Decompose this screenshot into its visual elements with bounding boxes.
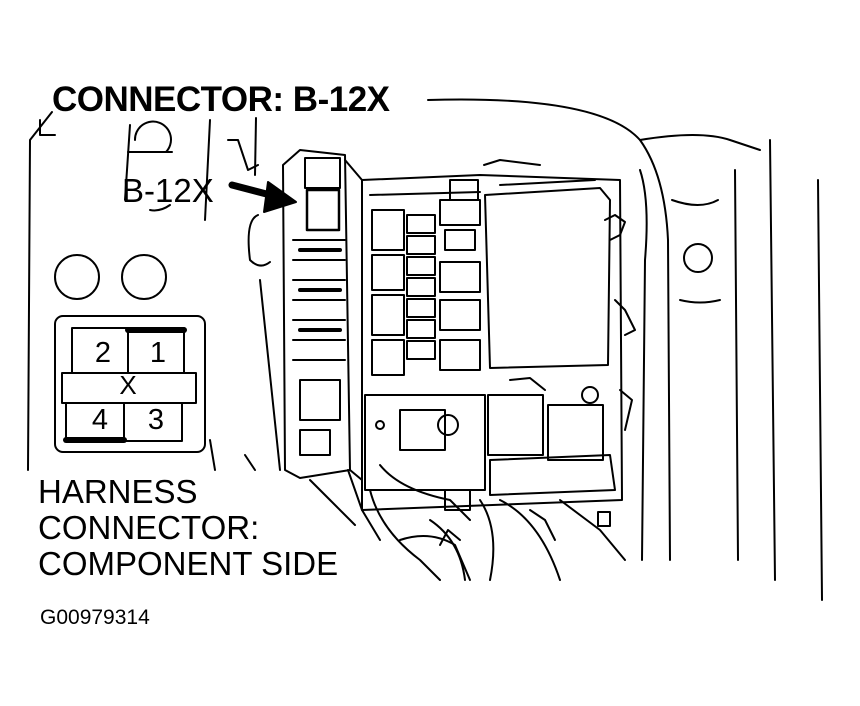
ring-symbol-left bbox=[54, 254, 100, 300]
wire-harness bbox=[309, 464, 626, 581]
harness-caption-line: CONNECTOR: bbox=[38, 509, 260, 546]
pin-1-label: 1 bbox=[149, 337, 167, 369]
connector-title: CONNECTOR: B-12X bbox=[52, 80, 390, 119]
left-misc-lines bbox=[27, 111, 281, 471]
body-panel-lines bbox=[427, 98, 823, 601]
callout-label: B-12X bbox=[122, 172, 214, 209]
ring-symbol-right bbox=[121, 254, 167, 300]
harness-caption: HARNESS CONNECTOR: COMPONENT SIDE bbox=[38, 474, 378, 582]
unused-cavity-mark: X bbox=[119, 370, 137, 400]
grommet-icon bbox=[127, 120, 173, 212]
connector-face bbox=[54, 315, 206, 453]
harness-caption-line: HARNESS bbox=[38, 473, 198, 510]
relay-box bbox=[282, 149, 623, 527]
pin-2-label: 2 bbox=[94, 337, 112, 369]
figure-id: G00979314 bbox=[40, 606, 150, 629]
harness-caption-line: COMPONENT SIDE bbox=[38, 545, 339, 582]
callout-arrow bbox=[228, 181, 297, 213]
pin-3-label: 3 bbox=[147, 404, 165, 436]
pin-4-label: 4 bbox=[91, 404, 109, 436]
